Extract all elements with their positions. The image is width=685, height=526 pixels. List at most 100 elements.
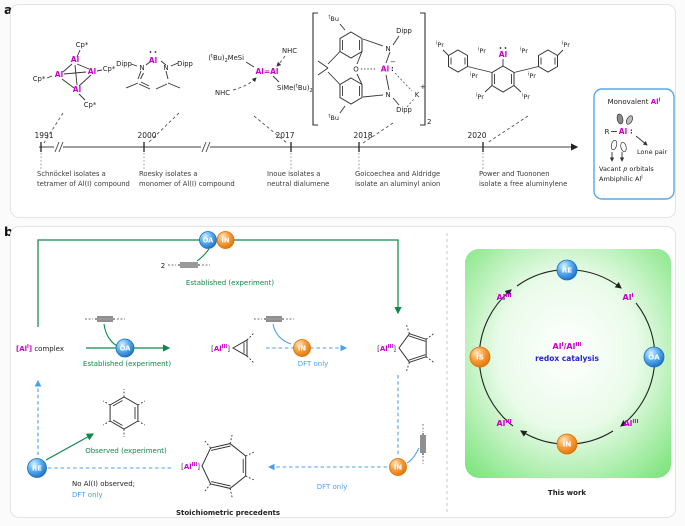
event-caption-line1: Goicoechea and Aldridge bbox=[355, 170, 440, 178]
catalytic-cycle: RE OA IN IS AlI AlIII AlIII AlIII bbox=[465, 249, 671, 497]
event-caption-line1: Inoue isolates a bbox=[267, 170, 320, 178]
timeline-event-2020: 2020 Power and Tuononen isolate a free a… bbox=[467, 115, 567, 188]
legend-vacant-label: Vacant p orbitals bbox=[599, 165, 654, 173]
legend-r: R bbox=[605, 128, 610, 136]
cycle-arc-right bbox=[620, 302, 656, 427]
svg-text:IS: IS bbox=[476, 353, 484, 362]
panel-a-figure: Al Al Al Al Cp* Cp* Cp* Cp* bbox=[33, 12, 675, 200]
svg-text:OA: OA bbox=[203, 237, 215, 245]
tetramer-al-4: Al bbox=[73, 85, 81, 94]
timeline-event-1991: 1991 Schnöckel isolates a tetramer of Al… bbox=[34, 112, 130, 188]
dft-only-label-bottom: DFT only bbox=[317, 483, 348, 491]
aluminylene-lone-pair-dot bbox=[504, 47, 507, 49]
year-label: 2017 bbox=[275, 131, 294, 140]
panel-a-label: a bbox=[4, 2, 13, 17]
aluminyl-n-bottom: N bbox=[385, 91, 390, 99]
svg-text:IN: IN bbox=[298, 345, 307, 353]
aluminylene-al: Al bbox=[499, 50, 507, 59]
cycle-node-al3-tl: AlIII bbox=[496, 293, 511, 302]
event-caption-line2: neutral dialumene bbox=[267, 180, 329, 188]
lone-pair-arrow bbox=[635, 135, 648, 146]
ipr-label: iPr bbox=[478, 47, 486, 55]
event-caption-line2: tetramer of Al(I) compound bbox=[37, 180, 130, 188]
alkyne-2-equivalents: 2 bbox=[161, 262, 210, 270]
monomer-n-left: N bbox=[139, 64, 144, 72]
monomer-lone-pair-dot bbox=[149, 51, 152, 53]
established-label-top: Established (experiment) bbox=[186, 279, 274, 287]
ipr-label: iPr bbox=[436, 41, 444, 49]
observed-label: Observed (experiment) bbox=[85, 447, 167, 455]
legend-title: Monovalent AlI bbox=[608, 98, 661, 107]
tetramer-bonds bbox=[46, 49, 103, 101]
aluminacycloheptadiene: [AlIII] bbox=[181, 434, 254, 498]
event-caption-line2: isolate an aluminyl anion bbox=[355, 180, 440, 188]
timeline: 1991 Schnöckel isolates a tetramer of Al… bbox=[34, 112, 579, 188]
aluminyl-dipp-bottom: Dipp bbox=[396, 106, 412, 114]
ipr-label: iPr bbox=[470, 72, 478, 80]
timeline-event-2017: 2017 Inoue isolates a neutral dialumene bbox=[253, 115, 329, 188]
dialumene-silyl-top: (tBu)2MeSi bbox=[208, 54, 244, 65]
alkyne-insertion-step bbox=[254, 316, 294, 345]
dialumene-nhc-bottom: NHC bbox=[215, 89, 230, 97]
ipr-label: iPr bbox=[520, 47, 528, 55]
bracket-right bbox=[420, 12, 426, 126]
structure-monomer: Dipp N Al N Dipp bbox=[116, 51, 193, 90]
aluminyl-tbu-bottom: tBu bbox=[329, 114, 339, 122]
structure-dialumene: (tBu)2MeSi Al=Al NHC SiMe(tBu)2 NHC bbox=[208, 47, 312, 97]
panel-b-catalysis: OA IN 2 Established (experiment) [AlI] c… bbox=[10, 226, 676, 518]
cycle-node-al3-br: AlIII bbox=[623, 419, 638, 428]
year-label: 2020 bbox=[467, 131, 486, 140]
badge-oa-cycle: OA bbox=[643, 346, 665, 368]
monomer-dipp-right: Dipp bbox=[177, 60, 193, 68]
aluminylene-lone-pair-dot bbox=[499, 47, 502, 49]
biaryl-bond bbox=[467, 66, 493, 73]
badge-in-cycle: IN bbox=[556, 433, 578, 455]
svg-text:OA: OA bbox=[120, 345, 132, 353]
panel-b-figure: OA IN 2 Established (experiment) [AlI] c… bbox=[16, 231, 671, 517]
event-caption-line2: isolate a free aluminylene bbox=[479, 180, 567, 188]
dialumene-bond bbox=[272, 75, 280, 83]
al3-label: [AlIII] bbox=[211, 344, 230, 353]
monomer-n-right: N bbox=[163, 64, 168, 72]
panel-a-timeline: Al Al Al Al Cp* Cp* Cp* Cp* bbox=[10, 4, 676, 218]
dialumene-al-al: Al=Al bbox=[255, 67, 278, 76]
year-label: 1991 bbox=[34, 131, 53, 140]
aluminyl-dimer-subscript: 2 bbox=[427, 118, 431, 126]
event-caption-line2: monomer of Al(I) compound bbox=[139, 180, 235, 188]
ipr-label: iPr bbox=[476, 93, 484, 101]
timeline-event-2018: 2018 Goicoechea and Aldridge isolate an … bbox=[353, 122, 440, 188]
cycle-center-line1: AlI/AlIII bbox=[553, 342, 582, 351]
svg-text:IN: IN bbox=[394, 464, 403, 472]
dialumene-nhc-top: NHC bbox=[282, 47, 297, 55]
aluminyl-k-charge: + bbox=[420, 83, 426, 91]
legend-ambiphilic-label: Ambiphilic AlI bbox=[599, 175, 643, 183]
tetramer-cp-4: Cp* bbox=[84, 101, 97, 109]
svg-text:RE: RE bbox=[32, 465, 42, 473]
legend-box-border bbox=[593, 88, 675, 200]
re-to-benzene-arrow bbox=[45, 433, 95, 461]
event-caption-line1: Roesky isolates a bbox=[139, 170, 198, 178]
al1-complex-label: [AlI] complex bbox=[16, 344, 64, 353]
tetramer-cp-1: Cp* bbox=[76, 41, 89, 49]
ipr-bond bbox=[557, 49, 564, 56]
aluminyl-n-top: N bbox=[385, 45, 390, 53]
monomer-al: Al bbox=[149, 56, 157, 65]
ipr-label: iPr bbox=[528, 72, 536, 80]
dialumene-nhc-arrow-bottom bbox=[232, 77, 257, 91]
legend-lone-pair-label: Lone pair bbox=[637, 148, 668, 156]
year-label: 2000 bbox=[137, 131, 156, 140]
aluminyl-lone-pair: : bbox=[391, 65, 394, 73]
monomer-lone-pair-dot bbox=[154, 51, 157, 53]
aluminyl-ring-top bbox=[339, 31, 363, 59]
svg-text:RE: RE bbox=[562, 266, 573, 275]
badge-in-mid: IN bbox=[293, 339, 311, 357]
event-caption-line1: Schnöckel isolates a bbox=[37, 170, 106, 178]
structure-aluminylene: Al iPr iPr iPr iPr bbox=[436, 41, 570, 101]
aluminyl-dipp-top: Dipp bbox=[396, 27, 412, 35]
monomer-dipp-left: Dipp bbox=[116, 60, 132, 68]
aluminyl-tbu-top: tBu bbox=[329, 15, 339, 23]
benzene-product bbox=[102, 389, 146, 437]
timeline-event-2000: 2000 Roesky isolates a monomer of Al(I) … bbox=[137, 112, 235, 188]
aluminyl-backbone-bonds bbox=[317, 35, 400, 106]
